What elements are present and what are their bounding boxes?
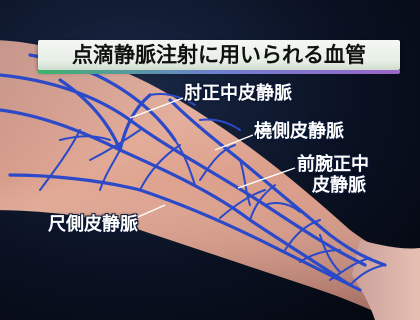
title-banner: 点滴静脈注射に用いられる血管	[38, 40, 400, 70]
label-basilic-vein: 尺側皮静脈	[48, 215, 138, 236]
label-median-cubital-vein: 肘正中皮静脈	[184, 84, 292, 105]
label-median-antebrachial-vein: 前腕正中 皮静脈	[297, 155, 369, 196]
page-title: 点滴静脈注射に用いられる血管	[38, 40, 400, 70]
label-cephalic-vein: 橈側皮静脈	[254, 122, 344, 143]
label-median-antebrachial-line1: 前腕正中	[297, 154, 369, 175]
label-median-antebrachial-line2: 皮静脈	[297, 176, 369, 197]
hand-shape	[352, 240, 420, 320]
